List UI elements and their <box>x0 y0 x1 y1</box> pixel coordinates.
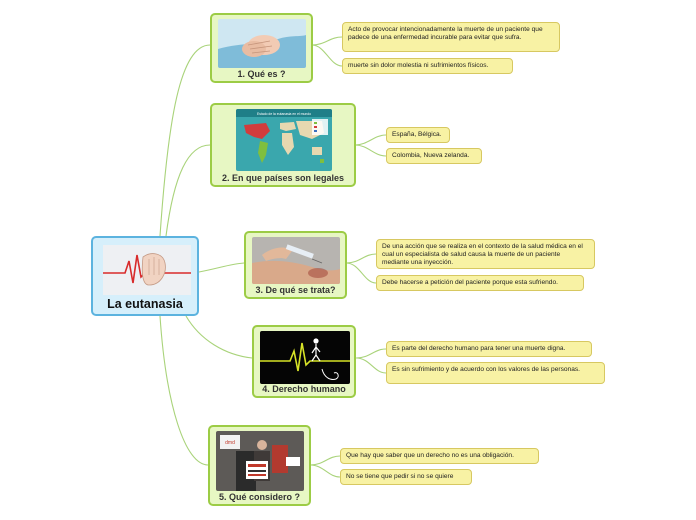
subtopic-derecho-no-obligacion[interactable]: Que hay que saber que un derecho no es u… <box>340 448 539 464</box>
svg-text:Estado de la eutanasia en el m: Estado de la eutanasia en el mundo <box>257 112 311 116</box>
svg-text:dmd: dmd <box>225 440 235 446</box>
world-map-icon: Estado de la eutanasia en el mundo <box>236 109 332 171</box>
topic-label: 2. En que países son legales <box>221 173 345 183</box>
connector-sub-3a <box>345 253 377 264</box>
topic-label: 4. Derecho humano <box>262 384 346 394</box>
topic-label: 3. De qué se trata? <box>255 285 336 295</box>
subtopic-muerte-sin-dolor[interactable]: muerte sin dolor molestia ni sufrimiento… <box>342 58 513 74</box>
injection-arm-icon <box>252 237 340 284</box>
topic-derecho-humano[interactable]: 4. Derecho humano <box>252 325 356 398</box>
connector-topic-4 <box>185 315 253 359</box>
connector-sub-1b <box>311 44 343 67</box>
subtopic-accion-medica[interactable]: De una acción que se realiza en el conte… <box>376 239 595 269</box>
connector-topic-1 <box>159 44 211 237</box>
connector-sub-3b <box>345 262 377 284</box>
connector-sub-2b <box>354 144 387 157</box>
topic-paises[interactable]: Estado de la eutanasia en el mundo 2. En… <box>210 103 356 187</box>
topic-que-es[interactable]: 1. Qué es ? <box>210 13 313 83</box>
connector-topic-5 <box>159 315 209 466</box>
subtopic-espana-belgica[interactable]: España, Bélgica. <box>386 127 450 143</box>
subtopic-colombia-nueva-zelanda[interactable]: Colombia, Nueva zelanda. <box>386 148 482 164</box>
connector-sub-5b <box>309 464 341 478</box>
subtopic-muerte-digna[interactable]: Es parte del derecho humano para tener u… <box>386 341 592 357</box>
subtopic-no-pedir[interactable]: No se tiene que pedir si no se quiere <box>340 469 472 485</box>
connector-sub-4a <box>355 348 387 359</box>
connector-sub-2a <box>354 134 387 146</box>
subtopic-definicion[interactable]: Acto de provocar intencionadamente la mu… <box>342 22 560 52</box>
heartbeat-hand-icon <box>103 245 191 295</box>
central-title: La eutanasia <box>107 297 183 311</box>
connector-sub-5a <box>309 455 341 466</box>
connector-topic-3 <box>198 262 245 273</box>
connector-topic-2 <box>165 144 211 237</box>
topic-label: 1. Qué es ? <box>237 69 286 79</box>
connector-sub-4b <box>355 357 387 374</box>
hands-holding-icon <box>218 19 306 68</box>
protest-photo-icon: dmd <box>216 431 304 491</box>
topic-label: 5. Qué considero ? <box>218 492 301 502</box>
topic-que-considero[interactable]: dmd 5. Qué considero ? <box>208 425 311 506</box>
connector-sub-1a <box>311 36 343 46</box>
heartbeat-walker-icon <box>260 331 350 384</box>
central-topic[interactable]: La eutanasia <box>91 236 199 316</box>
topic-de-que-se-trata[interactable]: 3. De qué se trata? <box>244 231 347 299</box>
subtopic-sin-sufrimiento[interactable]: Es sin sufrimiento y de acuerdo con los … <box>386 362 605 384</box>
subtopic-peticion-paciente[interactable]: Debe hacerse a petición del paciente por… <box>376 275 584 291</box>
